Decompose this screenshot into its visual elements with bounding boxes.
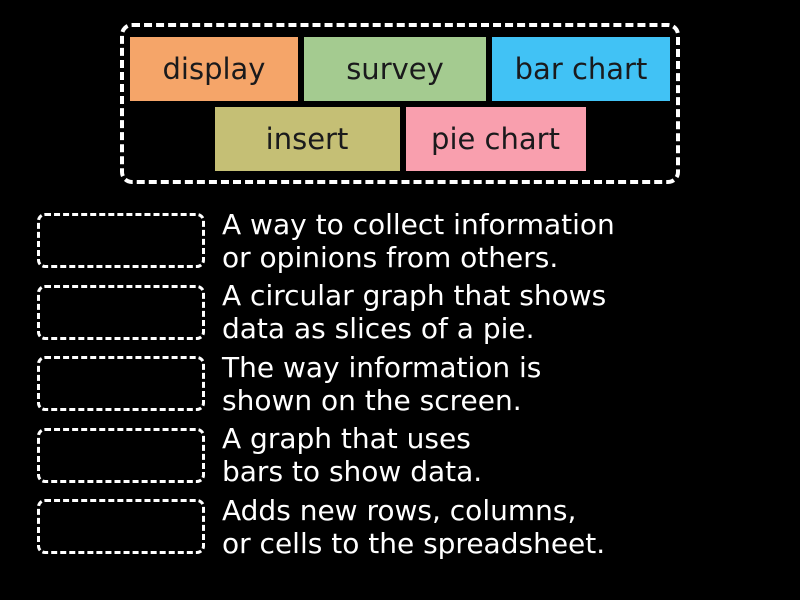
definition-line: Adds new rows, columns, <box>222 493 577 527</box>
definition-text-4: A graph that uses bars to show data. <box>222 422 482 488</box>
answer-slot-3[interactable] <box>37 356 205 412</box>
word-bank-row-2: insert pie chart <box>214 106 586 171</box>
answer-slot-1[interactable] <box>37 213 205 269</box>
definition-line: data as slices of a pie. <box>222 312 535 346</box>
word-tile-display[interactable]: display <box>130 36 298 101</box>
word-tile-pie-chart[interactable]: pie chart <box>405 106 586 171</box>
definition-list: A way to collect information or opinions… <box>37 205 615 563</box>
answer-slot-4[interactable] <box>37 427 205 483</box>
definition-line: The way information is <box>222 350 542 384</box>
match-row-3: The way information is shown on the scre… <box>37 348 615 420</box>
definition-text-1: A way to collect information or opinions… <box>222 208 615 274</box>
word-tile-insert[interactable]: insert <box>214 106 400 171</box>
answer-slot-5[interactable] <box>37 499 205 555</box>
match-row-2: A circular graph that shows data as slic… <box>37 277 615 349</box>
word-bank-row-1: display survey bar chart <box>130 36 670 101</box>
definition-line: A way to collect information <box>222 207 615 241</box>
definition-line: or opinions from others. <box>222 240 559 274</box>
match-row-1: A way to collect information or opinions… <box>37 205 615 277</box>
definition-text-3: The way information is shown on the scre… <box>222 351 541 417</box>
word-bank: display survey bar chart insert pie char… <box>120 23 680 184</box>
match-row-4: A graph that uses bars to show data. <box>37 420 615 492</box>
definition-line: shown on the screen. <box>222 383 522 417</box>
answer-slot-2[interactable] <box>37 284 205 340</box>
word-tile-survey[interactable]: survey <box>304 36 486 101</box>
word-tile-bar-chart[interactable]: bar chart <box>492 36 670 101</box>
definition-line: or cells to the spreadsheet. <box>222 526 606 560</box>
definition-line: bars to show data. <box>222 455 483 489</box>
definition-line: A circular graph that shows <box>222 279 607 313</box>
definition-text-2: A circular graph that shows data as slic… <box>222 279 606 345</box>
match-row-5: Adds new rows, columns, or cells to the … <box>37 491 615 563</box>
definition-text-5: Adds new rows, columns, or cells to the … <box>222 494 605 560</box>
definition-line: A graph that uses <box>222 422 471 456</box>
